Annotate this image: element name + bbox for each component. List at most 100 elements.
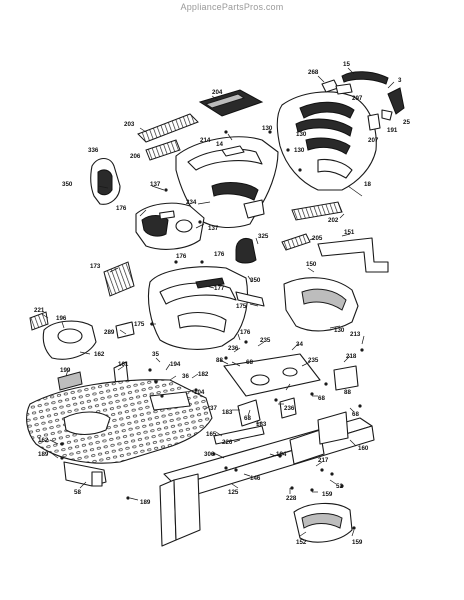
callout-130-b: 130 bbox=[296, 131, 307, 138]
callout-68-b: 68 bbox=[244, 415, 251, 422]
screws bbox=[60, 130, 364, 530]
callout-325: 325 bbox=[258, 233, 269, 240]
skid-plate-152 bbox=[293, 502, 353, 543]
leader-lines bbox=[41, 67, 395, 537]
dash-insert-325 bbox=[235, 237, 257, 264]
callout-189-b: 189 bbox=[140, 499, 151, 506]
callout-159-a: 159 bbox=[322, 491, 333, 498]
callout-234: 234 bbox=[186, 199, 197, 206]
callout-213: 213 bbox=[350, 331, 361, 338]
hood-bracket-15 bbox=[341, 71, 389, 85]
bracket-58 bbox=[63, 461, 107, 487]
callout-162-a: 162 bbox=[94, 351, 105, 358]
callout-182: 182 bbox=[198, 371, 209, 378]
callout-152: 152 bbox=[296, 539, 307, 546]
watermark: AppliancePartsPros.com bbox=[180, 2, 284, 12]
callout-35: 35 bbox=[152, 351, 159, 358]
callout-88: 88 bbox=[216, 357, 223, 364]
callout-204: 204 bbox=[212, 89, 223, 96]
callout-206: 206 bbox=[130, 153, 141, 160]
callout-34: 34 bbox=[296, 341, 303, 348]
callout-160: 160 bbox=[358, 445, 369, 452]
callout-183-b: 183 bbox=[256, 421, 267, 428]
callout-350-a: 350 bbox=[62, 181, 73, 188]
callout-177: 177 bbox=[214, 285, 225, 292]
callout-176-c: 176 bbox=[214, 251, 225, 258]
callout-36: 36 bbox=[182, 373, 189, 380]
bracket-161 bbox=[113, 361, 129, 387]
main-frame-160 bbox=[159, 411, 375, 547]
hood-trim-parts bbox=[321, 79, 405, 131]
seat-bracket-151 bbox=[317, 237, 389, 273]
callout-175-a: 175 bbox=[236, 303, 247, 310]
callout-226: 226 bbox=[222, 439, 233, 446]
callout-14: 14 bbox=[216, 141, 223, 148]
callout-236-a: 236 bbox=[228, 345, 239, 352]
callout-176-b: 176 bbox=[176, 253, 187, 260]
callout-221: 221 bbox=[34, 307, 45, 314]
callout-68-d: 68 bbox=[352, 411, 359, 418]
callout-236-b: 236 bbox=[284, 405, 295, 412]
callout-137-a: 137 bbox=[150, 181, 161, 188]
callout-306: 306 bbox=[204, 451, 215, 458]
callout-162-b: 162 bbox=[38, 437, 49, 444]
hood-assembly bbox=[276, 91, 377, 197]
callout-15: 15 bbox=[343, 61, 350, 68]
fender-150 bbox=[283, 277, 359, 332]
callout-175-b: 175 bbox=[134, 321, 145, 328]
dash-housing-14 bbox=[175, 136, 279, 229]
plate-199 bbox=[57, 371, 83, 391]
callout-52: 52 bbox=[336, 483, 343, 490]
callout-289: 289 bbox=[104, 329, 115, 336]
callout-235-b: 235 bbox=[308, 357, 319, 364]
callout-137-b: 137 bbox=[208, 225, 219, 232]
callout-173: 173 bbox=[90, 263, 101, 270]
callout-207: 207 bbox=[368, 137, 379, 144]
callout-18: 18 bbox=[364, 181, 371, 188]
footrest-deck bbox=[26, 379, 213, 464]
callout-194-b: 194 bbox=[276, 451, 287, 458]
callout-205: 205 bbox=[312, 235, 323, 242]
insert-206 bbox=[145, 139, 181, 161]
callout-189: 189 bbox=[38, 451, 49, 458]
callout-88-b: 88 bbox=[344, 389, 351, 396]
bracket-175 bbox=[235, 291, 265, 307]
callout-58: 58 bbox=[74, 489, 81, 496]
frame-support-177 bbox=[147, 266, 249, 350]
bracket-218 bbox=[333, 365, 359, 391]
callout-130-c: 130 bbox=[294, 147, 305, 154]
callout-235-a: 235 bbox=[260, 337, 271, 344]
console-178 bbox=[135, 202, 205, 250]
callout-191: 191 bbox=[387, 127, 398, 134]
part-221 bbox=[29, 311, 49, 331]
side-grille-173 bbox=[103, 261, 135, 297]
callout-161: 161 bbox=[118, 361, 129, 368]
callout-203: 203 bbox=[124, 121, 135, 128]
seat-196 bbox=[42, 320, 97, 360]
callout-202: 202 bbox=[328, 217, 339, 224]
callout-68-a: 68 bbox=[246, 359, 253, 366]
callout-268: 268 bbox=[308, 69, 319, 76]
callout-183-a: 183 bbox=[222, 409, 233, 416]
callout-217: 217 bbox=[318, 457, 329, 464]
callout-3: 3 bbox=[398, 77, 402, 84]
callout-165: 165 bbox=[206, 431, 217, 438]
callout-228: 228 bbox=[286, 495, 297, 502]
callout-194-a: 194 bbox=[170, 361, 181, 368]
callout-214: 214 bbox=[200, 137, 211, 144]
callout-199: 199 bbox=[60, 367, 71, 374]
callout-labels: 15 268 3 297 204 25 191 207 203 214 130 … bbox=[34, 61, 410, 546]
callout-196: 196 bbox=[56, 315, 67, 322]
side-panel-336 bbox=[90, 157, 121, 205]
callout-176-a: 176 bbox=[116, 205, 127, 212]
callout-130-d: 130 bbox=[334, 327, 345, 334]
callout-130-a: 130 bbox=[262, 125, 273, 132]
callout-68-c: 68 bbox=[318, 395, 325, 402]
callout-25: 25 bbox=[403, 119, 410, 126]
callout-146: 146 bbox=[250, 475, 261, 482]
bracket-205 bbox=[281, 233, 311, 251]
callout-218: 218 bbox=[346, 353, 357, 360]
callout-350-b: 350 bbox=[250, 277, 261, 284]
